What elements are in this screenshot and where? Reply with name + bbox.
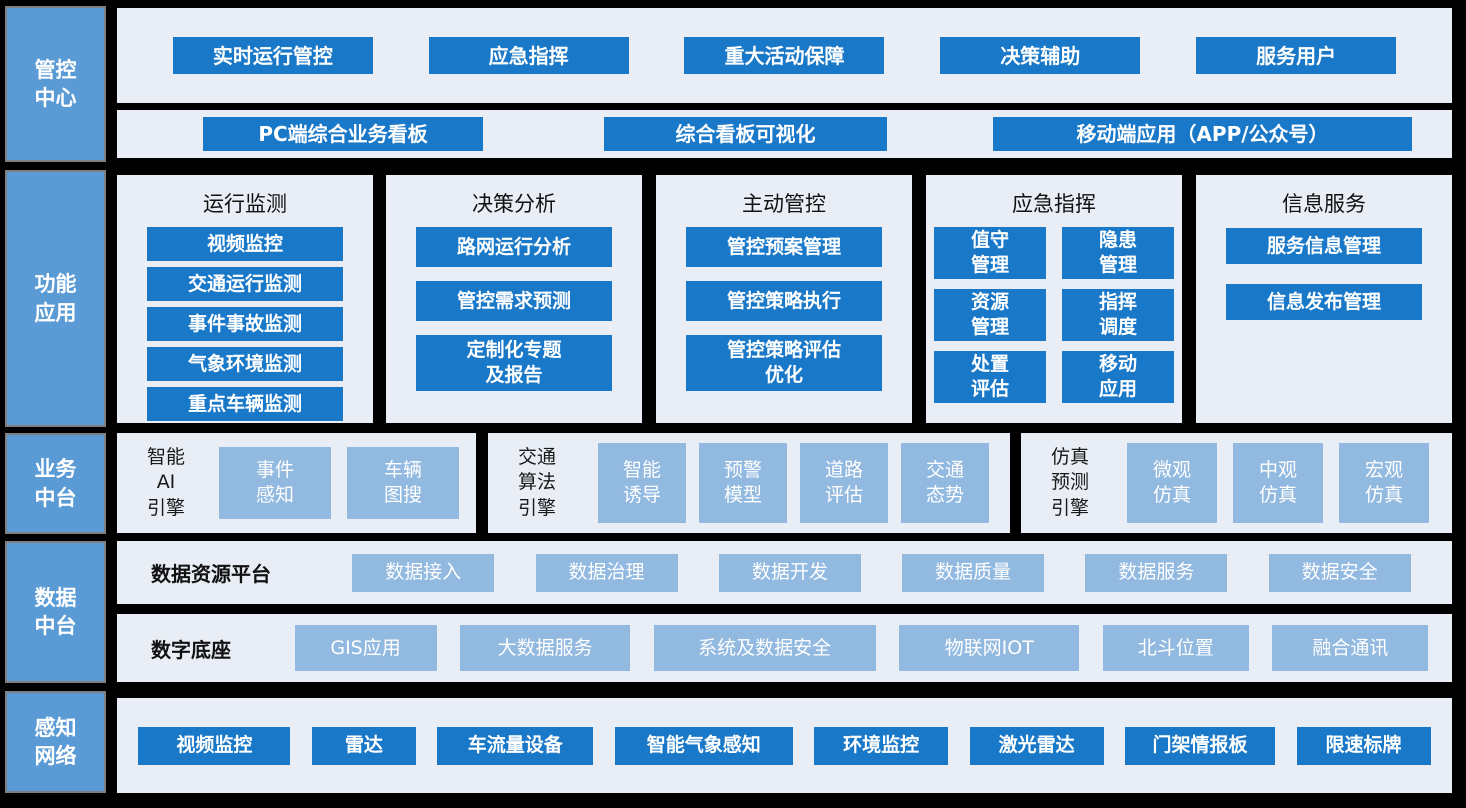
layer-label-perception-net: 感知 网络 — [5, 691, 106, 793]
control-center-board-panel: PC端综合业务看板 综合看板可视化 移动端应用（APP/公众号） — [117, 110, 1452, 158]
column-emergency-command: 应急指挥 值守 管理 隐患 管理 资源 管理 指挥 调度 处置 评估 移动 应用 — [926, 175, 1182, 423]
block-mobile-application: 移动 应用 — [1062, 351, 1174, 403]
block-weather-env-monitoring: 气象环境监测 — [147, 347, 343, 381]
block-traffic-situation: 交通 态势 — [901, 443, 989, 523]
block-video-monitoring: 视频监控 — [147, 227, 343, 261]
block-pc-business-dashboard: PC端综合业务看板 — [203, 117, 483, 151]
column-title: 运行监测 — [203, 192, 287, 216]
block-key-vehicle-monitoring: 重点车辆监测 — [147, 387, 343, 421]
block-incident-monitoring: 事件事故监测 — [147, 307, 343, 341]
column-title: 主动管控 — [742, 192, 826, 216]
data-resource-platform-panel: 数据资源平台 数据接入 数据治理 数据开发 数据质量 数据服务 数据安全 — [117, 541, 1452, 604]
group-label: 交通 算法 引擎 — [517, 445, 556, 519]
block-strategy-evaluation: 管控策略评估 优化 — [686, 335, 882, 391]
block-resource-management: 资源 管理 — [934, 289, 1046, 341]
block-warning-model: 预警 模型 — [699, 443, 787, 523]
group-ai-engine: 智能 AI 引擎 事件 感知 车辆 图搜 — [117, 433, 476, 533]
block-service-info-management: 服务信息管理 — [1226, 228, 1422, 264]
block-realtime-operation-control: 实时运行管控 — [172, 37, 373, 74]
column-items: 管控预案管理 管控策略执行 管控策略评估 优化 — [656, 227, 912, 391]
block-disposal-evaluation: 处置 评估 — [934, 351, 1046, 403]
block-smart-weather-sensing: 智能气象感知 — [614, 726, 793, 765]
block-traffic-monitoring: 交通运行监测 — [147, 267, 343, 301]
block-decision-assist: 决策辅助 — [940, 37, 1141, 74]
block-mobile-app: 移动端应用（APP/公众号） — [993, 117, 1412, 151]
digital-base-panel: 数字底座 GIS应用 大数据服务 系统及数据安全 物联网IOT 北斗位置 融合通… — [117, 614, 1452, 682]
block-data-quality: 数据质量 — [902, 553, 1045, 592]
column-operation-monitoring: 运行监测 视频监控 交通运行监测 事件事故监测 气象环境监测 重点车辆监测 — [117, 175, 373, 423]
block-converged-communication: 融合通讯 — [1272, 625, 1429, 671]
column-active-control: 主动管控 管控预案管理 管控策略执行 管控策略评估 优化 — [656, 175, 912, 423]
block-data-governance: 数据治理 — [535, 553, 678, 592]
block-network-operation-analysis: 路网运行分析 — [416, 227, 612, 267]
block-info-publish-management: 信息发布管理 — [1226, 284, 1422, 320]
block-video-surveillance: 视频监控 — [138, 726, 291, 765]
block-dashboard-visualization: 综合看板可视化 — [604, 117, 887, 151]
block-duty-management: 值守 管理 — [934, 227, 1046, 279]
block-meso-simulation: 中观 仿真 — [1233, 443, 1323, 523]
layer-label-data-middle: 数据 中台 — [5, 541, 106, 683]
layer-label-business-middle: 业务 中台 — [5, 433, 106, 534]
layer-label-control-center: 管控 中心 — [5, 6, 106, 162]
block-system-data-security: 系统及数据安全 — [653, 625, 876, 671]
column-title: 决策分析 — [472, 192, 556, 216]
block-control-strategy-execution: 管控策略执行 — [686, 281, 882, 321]
row-label-digital-base: 数字底座 — [151, 637, 231, 662]
column-information-service: 信息服务 服务信息管理 信息发布管理 — [1196, 175, 1452, 423]
block-gantry-message-board: 门架情报板 — [1125, 726, 1276, 765]
column-title: 信息服务 — [1282, 192, 1366, 216]
block-data-development: 数据开发 — [718, 553, 861, 592]
block-command-dispatch: 指挥 调度 — [1062, 289, 1174, 341]
group-simulation-engine: 仿真 预测 引擎 微观 仿真 中观 仿真 宏观 仿真 — [1021, 433, 1452, 533]
group-label: 仿真 预测 引擎 — [1050, 445, 1089, 519]
column-items: 路网运行分析 管控需求预测 定制化专题 及报告 — [386, 227, 642, 391]
block-speed-limit-sign: 限速标牌 — [1296, 726, 1431, 765]
block-custom-reports: 定制化专题 及报告 — [416, 335, 612, 391]
digital-base-items: GIS应用 大数据服务 系统及数据安全 物联网IOT 北斗位置 融合通讯 — [271, 625, 1452, 671]
block-hazard-management: 隐患 管理 — [1062, 227, 1174, 279]
block-lidar: 激光雷达 — [969, 726, 1104, 765]
block-major-event-support: 重大活动保障 — [684, 37, 885, 74]
column-items: 视频监控 交通运行监测 事件事故监测 气象环境监测 重点车辆监测 — [117, 227, 373, 421]
column-items: 服务信息管理 信息发布管理 — [1196, 228, 1452, 320]
group-label: 智能 AI 引擎 — [146, 445, 185, 519]
group-traffic-algorithm-engine: 交通 算法 引擎 智能 诱导 预警 模型 道路 评估 交通 态势 — [488, 433, 1010, 533]
block-vehicle-image-search: 车辆 图搜 — [347, 447, 459, 519]
control-center-top-panel: 实时运行管控 应急指挥 重大活动保障 决策辅助 服务用户 — [117, 8, 1452, 103]
block-gis-application: GIS应用 — [294, 625, 437, 671]
block-radar: 雷达 — [311, 726, 416, 765]
perception-network-panel: 视频监控 雷达 车流量设备 智能气象感知 环境监控 激光雷达 门架情报板 限速标… — [117, 698, 1452, 793]
block-control-demand-forecast: 管控需求预测 — [416, 281, 612, 321]
block-data-access: 数据接入 — [352, 553, 495, 592]
block-control-plan-management: 管控预案管理 — [686, 227, 882, 267]
block-service-users: 服务用户 — [1196, 37, 1397, 74]
block-event-perception: 事件 感知 — [219, 447, 331, 519]
block-smart-guidance: 智能 诱导 — [598, 443, 686, 523]
block-iot: 物联网IOT — [899, 625, 1080, 671]
layer-label-function-apps: 功能 应用 — [5, 170, 106, 427]
block-big-data-service: 大数据服务 — [460, 625, 631, 671]
block-environment-monitoring: 环境监控 — [814, 726, 949, 765]
block-beidou-positioning: 北斗位置 — [1102, 625, 1249, 671]
column-title: 应急指挥 — [1012, 192, 1096, 216]
block-emergency-command: 应急指挥 — [428, 37, 629, 74]
column-decision-analysis: 决策分析 路网运行分析 管控需求预测 定制化专题 及报告 — [386, 175, 642, 423]
row-label-data-resource-platform: 数据资源平台 — [151, 562, 271, 586]
block-road-evaluation: 道路 评估 — [800, 443, 888, 523]
block-macro-simulation: 宏观 仿真 — [1339, 443, 1429, 523]
block-traffic-flow-device: 车流量设备 — [437, 726, 594, 765]
block-data-service: 数据服务 — [1085, 553, 1228, 592]
block-data-security: 数据安全 — [1268, 553, 1411, 592]
column-grid: 值守 管理 隐患 管理 资源 管理 指挥 调度 处置 评估 移动 应用 — [926, 227, 1182, 403]
block-micro-simulation: 微观 仿真 — [1127, 443, 1217, 523]
data-resource-items: 数据接入 数据治理 数据开发 数据质量 数据服务 数据安全 — [311, 553, 1452, 592]
